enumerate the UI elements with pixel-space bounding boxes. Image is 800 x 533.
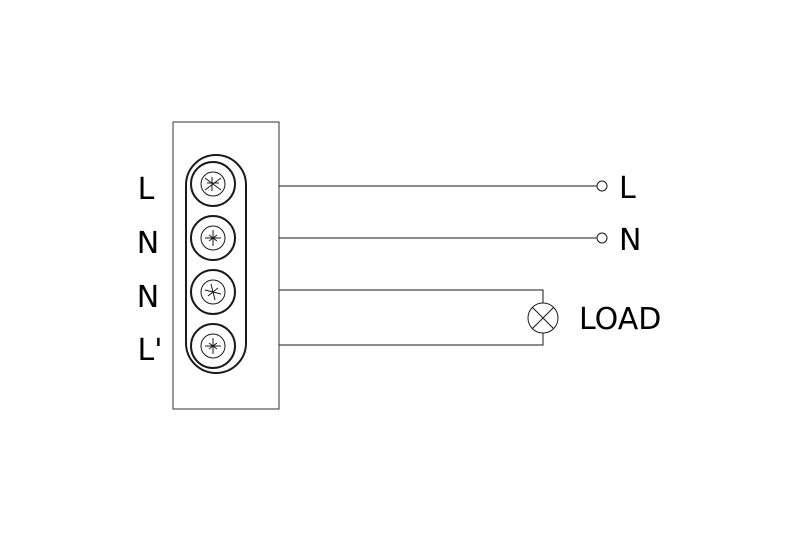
load-neutral-wire [279, 289, 544, 303]
line-supply-label: L [619, 171, 636, 206]
lamp-icon [527, 302, 559, 334]
screw-terminal-2 [190, 215, 236, 261]
terminal-label-2: N [137, 226, 159, 261]
terminal-label-1: L [138, 172, 155, 207]
terminal-label-4: L' [138, 333, 163, 368]
screw-terminal-1 [190, 161, 236, 207]
neutral-supply-terminal [596, 232, 608, 244]
neutral-supply-label: N [619, 223, 641, 258]
terminal-label-3: N [137, 280, 159, 315]
line-supply-terminal [596, 180, 608, 192]
screw-terminal-4 [190, 323, 236, 369]
screw-terminal-3 [190, 269, 236, 315]
terminal-strip [185, 154, 247, 374]
load-label: LOAD [579, 302, 661, 337]
load-switched-wire [279, 333, 544, 346]
